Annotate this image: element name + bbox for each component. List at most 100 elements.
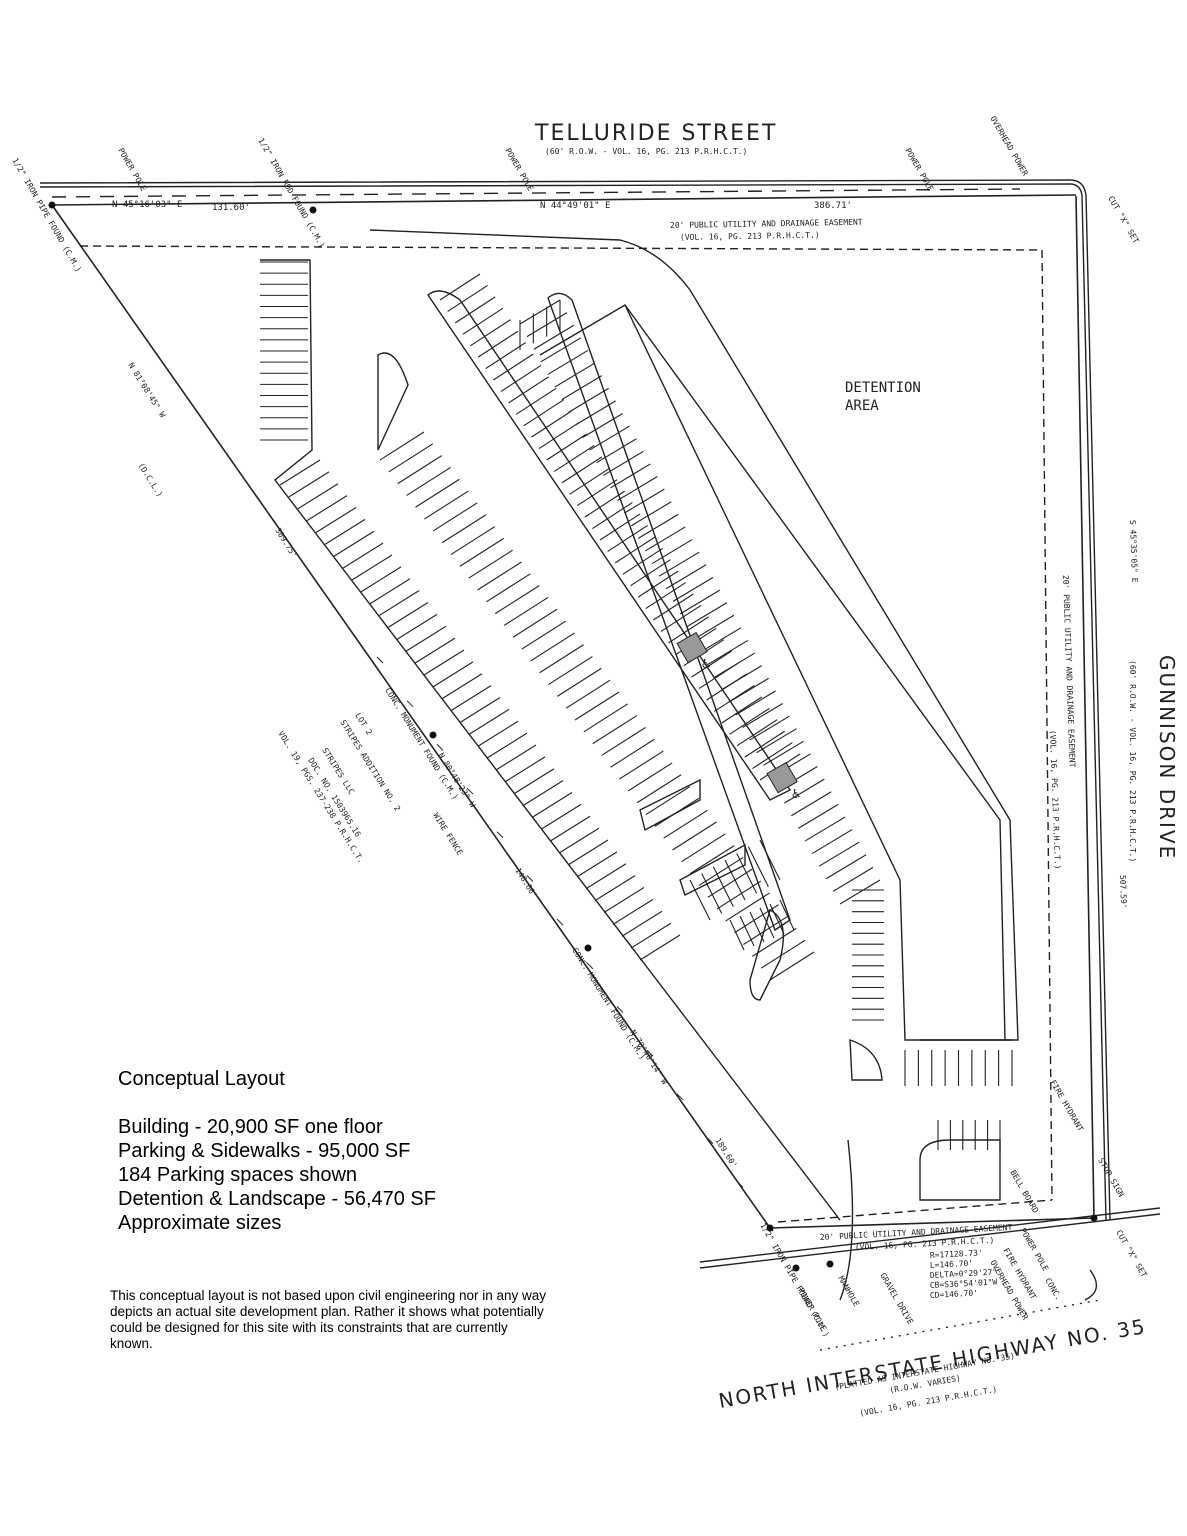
fence-tick [466,787,474,795]
parking-stall-line [735,690,776,716]
parking-stall-line [728,677,769,703]
plan-label: 507.59' [1118,875,1128,909]
bottom-island [919,1139,1001,1201]
parking-stall-line [791,791,832,817]
parking-stall-line [645,786,691,816]
plan-label: FIRE HYDRANT [1048,1079,1085,1134]
plan-label: GRAVEL DRIVE [878,1272,915,1327]
plan-label: OVERHEAD POWER [988,1259,1030,1322]
power-line [51,188,1021,198]
plan-label: 1/2" IRON ROD FOUND (C.M.) [256,137,326,250]
parking-stall-line [681,833,726,863]
property-line-south [769,1217,1095,1229]
parking-stall-line [639,934,681,961]
parking-stall-line [406,466,451,496]
plan-label: 131.60' [212,203,250,213]
parking-island [377,352,409,451]
parking-stall-line [530,632,575,662]
parking-stall-line [653,593,694,621]
parking-stall-line [531,410,572,438]
parking-stall-line [583,703,629,733]
accessible-stall-hatch [676,631,708,664]
parking-stall-line [554,362,596,388]
parking-stall-line [759,839,781,881]
parking-stall-line [315,507,357,533]
plan-label: POWER POLE [116,147,148,193]
parking-stall-line [561,375,603,401]
telluride-row-line [39,179,1087,196]
parking-stall-line [698,856,744,886]
parking-stall-line [631,501,672,527]
parking-stall-line [288,471,330,498]
property-line-top [51,194,1077,206]
fence-tick [496,831,504,839]
parking-stall-line [725,892,770,922]
parking-stall-line [360,566,402,593]
parking-stall-line [707,868,753,898]
parking-stall-line [744,730,786,758]
parking-stall-line [700,627,742,653]
parking-stall-line [432,661,474,688]
plan-label: OVERHEAD POWER [988,115,1030,178]
parking-stall-line [470,319,511,347]
parking-stall-line [468,708,510,735]
parking-stall-line [691,650,732,678]
survey-monument-dot [766,1224,774,1232]
parking-stall-line [415,478,460,508]
plan-label: GUNNISON DRIVE [1155,655,1179,860]
parking-stall-line [747,846,769,887]
plan-label: (VOL. 16, PG. 213 P.R.H.C.T.) [1048,730,1062,870]
parking-stall-line [607,524,648,552]
parking-stall-line [561,456,603,484]
highway-row-line [699,1213,1161,1269]
building-outline [539,304,1012,1041]
plan-label: 20' PUBLIC UTILITY AND DRAINAGE EASEMENT [1061,575,1077,768]
parking-stall-line [575,400,616,426]
parking-stall-line [567,839,609,866]
parking-stall-line [689,879,711,921]
notes-line: Parking & Sidewalks - 95,000 SF [118,1140,411,1162]
parking-stall-line [508,376,549,404]
gunnison-row-line [1081,194,1107,1221]
parking-stall-line [663,809,708,839]
driveway-line [1084,1269,1098,1301]
notes-line: Building - 20,900 SF one floor [118,1116,383,1138]
plan-label: R=17128.73' [930,1248,983,1260]
easement-line-bottom [777,1199,1053,1223]
parking-stall-line [405,625,447,652]
survey-monument-dot [429,731,437,739]
parking-stall-line [707,639,749,665]
survey-monument-dot [584,944,592,952]
plan-label: N 44°49'01" E [540,201,610,211]
plan-label: STOP SIGN [1096,1157,1126,1199]
parking-stall-line [486,573,531,603]
parking-stall-line [658,551,700,577]
property-line-west [51,204,771,1229]
parking-stall-line [584,490,626,518]
parking-stall-line [769,951,815,981]
parking-stall-line [324,518,366,545]
parking-stall-line [603,450,644,476]
plan-label: MANHOLE [836,1275,861,1309]
plan-label: CB=S36°54'01"W [930,1277,998,1290]
parking-stall-line [439,273,481,301]
parking-stall-line [397,455,443,485]
accessible-symbol: ♿ [792,786,801,802]
plan-label: N 78°40'14" W [628,1028,669,1086]
parking-stall-line [644,526,686,552]
plan-label: 309.75' [273,526,299,559]
curb-line-left [260,259,841,1221]
highway-row-line [699,1207,1161,1263]
parking-stall-line [804,816,846,842]
parking-stall-line [540,337,582,363]
parking-stall-line [693,614,735,640]
parking-stall-line [454,296,496,324]
parking-stall-line [729,919,745,951]
parking-stall-line [585,863,627,890]
parking-stall-line [759,907,775,939]
parking-stall-line [538,422,580,450]
plan-label: LOT 2 [353,711,373,736]
gunnison-row-line [1085,194,1111,1221]
parking-stall-line [396,613,438,640]
fence-tick [526,875,534,882]
